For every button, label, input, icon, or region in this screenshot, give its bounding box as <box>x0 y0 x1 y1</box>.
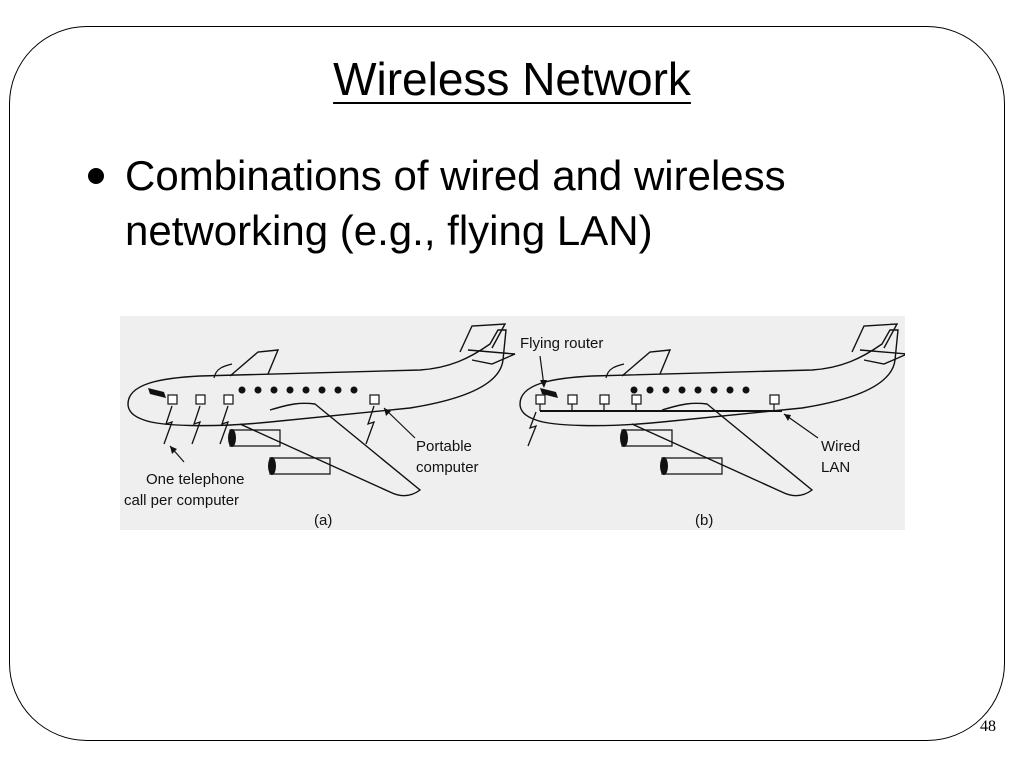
wireless-link-icon <box>527 411 538 447</box>
caption-b: (b) <box>695 512 713 529</box>
label-telephone-line2: call per computer <box>124 492 239 509</box>
slide-frame <box>9 26 1005 741</box>
wireless-link-icon <box>163 405 174 445</box>
caption-a: (a) <box>314 512 332 529</box>
computer-icon <box>567 394 578 405</box>
computer-icon <box>195 394 206 405</box>
bullet-text: Combinations of wired and wireless netwo… <box>125 152 786 254</box>
wireless-link-icon <box>365 405 376 445</box>
computer-icon <box>599 394 610 405</box>
panel-a: One telephone call per computer Portable… <box>124 323 516 529</box>
wireless-link-icon <box>191 405 202 445</box>
computer-icon <box>167 394 178 405</box>
label-telephone-line1: One telephone <box>146 471 244 488</box>
computer-icon <box>369 394 380 405</box>
label-wired-line1: Wired <box>821 438 860 455</box>
slide-title: Wireless Network <box>333 53 691 105</box>
computer-icon <box>769 394 780 405</box>
airplane-figure: One telephone call per computer Portable… <box>120 316 905 530</box>
router-icon <box>535 394 546 405</box>
computer-icon <box>631 394 642 405</box>
panel-b: Flying router Wired LAN (b) <box>519 323 905 529</box>
computer-icon <box>223 394 234 405</box>
wireless-link-icon <box>219 405 230 445</box>
label-wired-line2: LAN <box>821 459 850 476</box>
label-portable-line1: Portable <box>416 438 472 455</box>
airplane-diagram: One telephone call per computer Portable… <box>124 323 905 529</box>
bullet-icon <box>88 168 104 184</box>
label-portable-line2: computer <box>416 459 479 476</box>
label-flying-router: Flying router <box>520 335 603 352</box>
page-number: 48 <box>980 718 996 735</box>
